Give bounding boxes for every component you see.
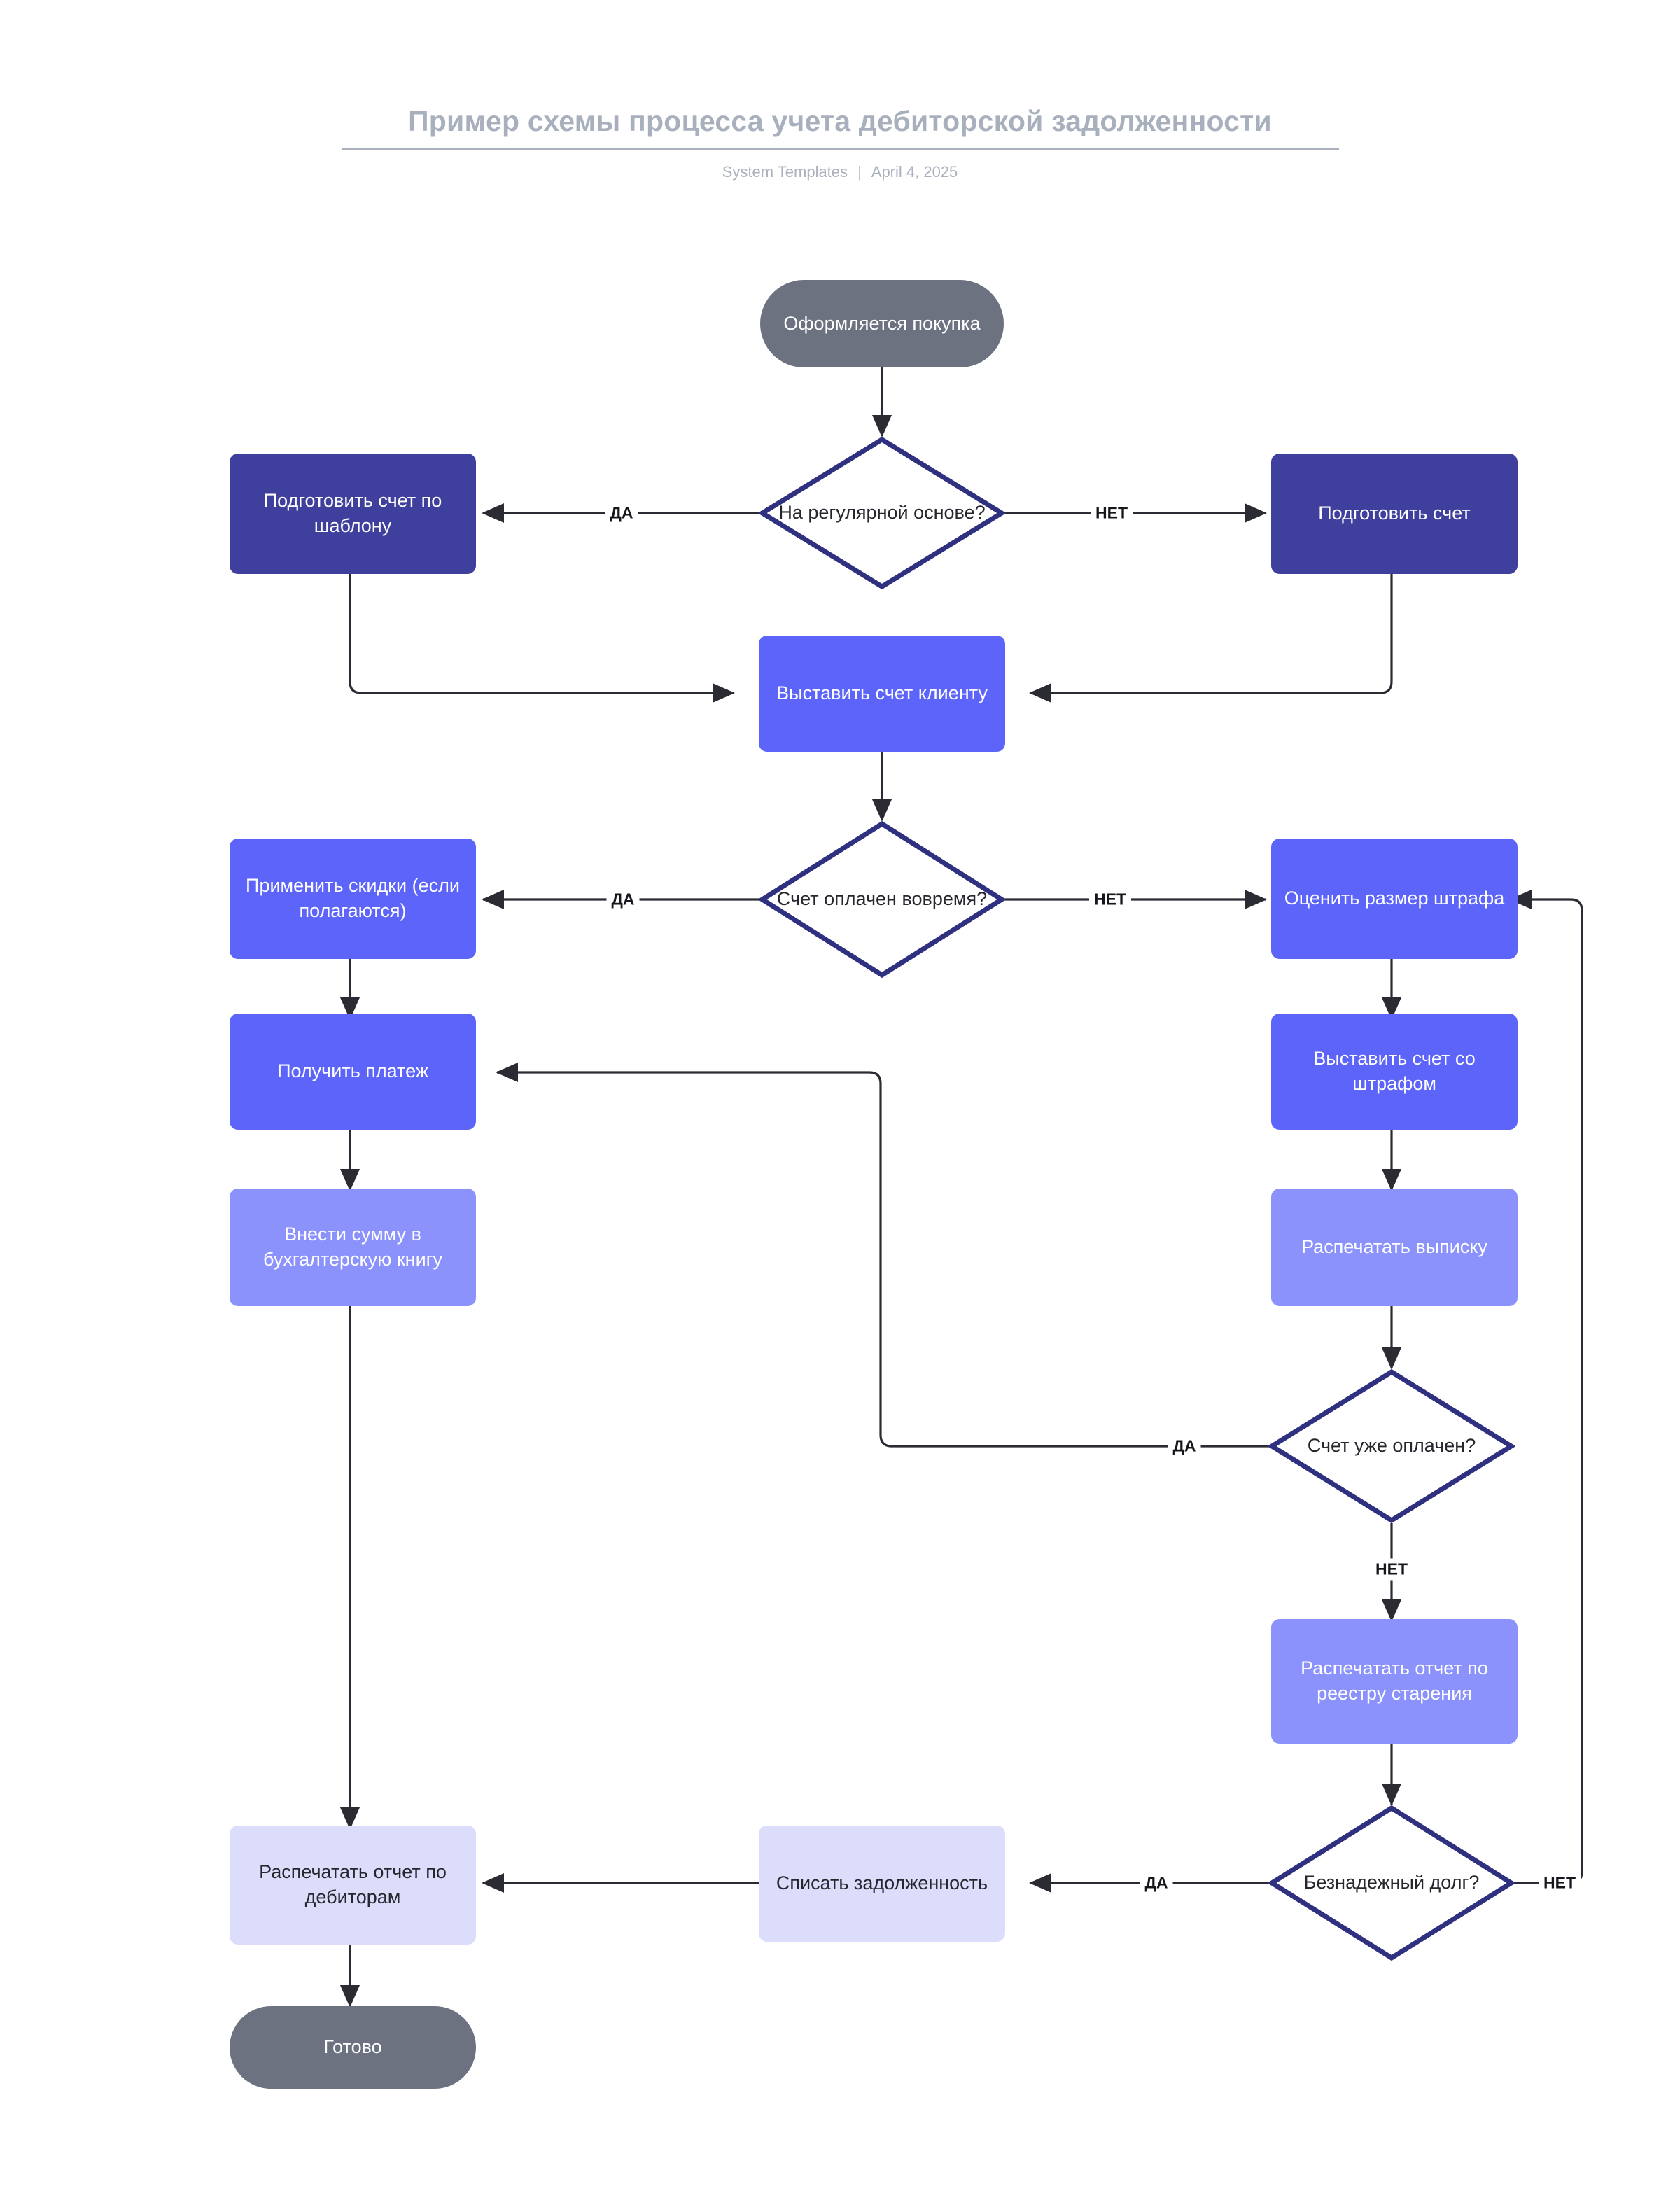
node-print-debtors-report[interactable]: Распечатать отчет по дебиторам xyxy=(230,1826,476,1945)
node-decision-already-paid[interactable]: Счет уже оплачен? xyxy=(1268,1368,1515,1524)
node-assess-penalty[interactable]: Оценить размер штрафа xyxy=(1271,839,1518,959)
diamond-shape xyxy=(1268,1805,1515,1961)
edge-label-bad-debt-yes: ДА xyxy=(1140,1872,1173,1894)
diamond-shape xyxy=(759,436,1005,590)
node-prepare-invoice[interactable]: Подготовить счет xyxy=(1271,454,1518,574)
edge-label-regular-yes: ДА xyxy=(605,502,638,524)
node-decision-bad-debt-label: Безнадежный долг? xyxy=(1303,1872,1480,1893)
edge-label-regular-no: НЕТ xyxy=(1091,502,1133,524)
edge-label-already-paid-no: НЕТ xyxy=(1371,1558,1413,1581)
source-label: System Templates xyxy=(722,163,848,181)
node-receive-payment[interactable]: Получить платеж xyxy=(230,1014,476,1130)
edge-label-paid-no: НЕТ xyxy=(1089,888,1131,911)
node-print-statement[interactable]: Распечатать выписку xyxy=(1271,1189,1518,1306)
title-divider-rule xyxy=(341,148,1339,150)
diamond-shape xyxy=(759,820,1005,979)
node-start[interactable]: Оформляется покупка xyxy=(760,280,1004,367)
date-label: April 4, 2025 xyxy=(871,163,958,181)
subtitle-divider: | xyxy=(858,163,862,181)
document-subtitle: System Templates | April 4, 2025 xyxy=(0,163,1680,181)
document-header: Пример схемы процесса учета дебиторской … xyxy=(0,105,1680,181)
page-title: Пример схемы процесса учета дебиторской … xyxy=(408,105,1272,137)
node-record-in-ledger[interactable]: Внести сумму в бухгалтерскую книгу xyxy=(230,1189,476,1306)
node-decision-bad-debt[interactable]: Безнадежный долг? xyxy=(1268,1805,1515,1961)
edge-label-paid-yes: ДА xyxy=(606,888,640,911)
node-decision-already-paid-label: Счет уже оплачен? xyxy=(1307,1435,1476,1457)
node-apply-discounts[interactable]: Применить скидки (если полагаются) xyxy=(230,839,476,959)
node-decision-paid-on-time-label: Счет оплачен вовремя? xyxy=(776,888,988,910)
node-issue-penalty-invoice[interactable]: Выставить счет со штрафом xyxy=(1271,1014,1518,1130)
edge-label-already-paid-yes: ДА xyxy=(1168,1435,1201,1457)
node-print-aging-report[interactable]: Распечатать отчет по реестру старения xyxy=(1271,1619,1518,1744)
node-write-off-debt[interactable]: Списать задолженность xyxy=(759,1826,1005,1942)
node-decision-paid-on-time[interactable]: Счет оплачен вовремя? xyxy=(759,820,1005,979)
node-prepare-template-invoice[interactable]: Подготовить счет по шаблону xyxy=(230,454,476,574)
node-issue-invoice-to-client[interactable]: Выставить счет клиенту xyxy=(759,636,1005,752)
node-end[interactable]: Готово xyxy=(230,2006,476,2089)
node-decision-regular-basis-label: На регулярной основе? xyxy=(778,502,986,524)
edge-label-bad-debt-no: НЕТ xyxy=(1539,1872,1581,1894)
node-decision-regular-basis[interactable]: На регулярной основе? xyxy=(759,436,1005,590)
diamond-shape xyxy=(1268,1368,1515,1524)
